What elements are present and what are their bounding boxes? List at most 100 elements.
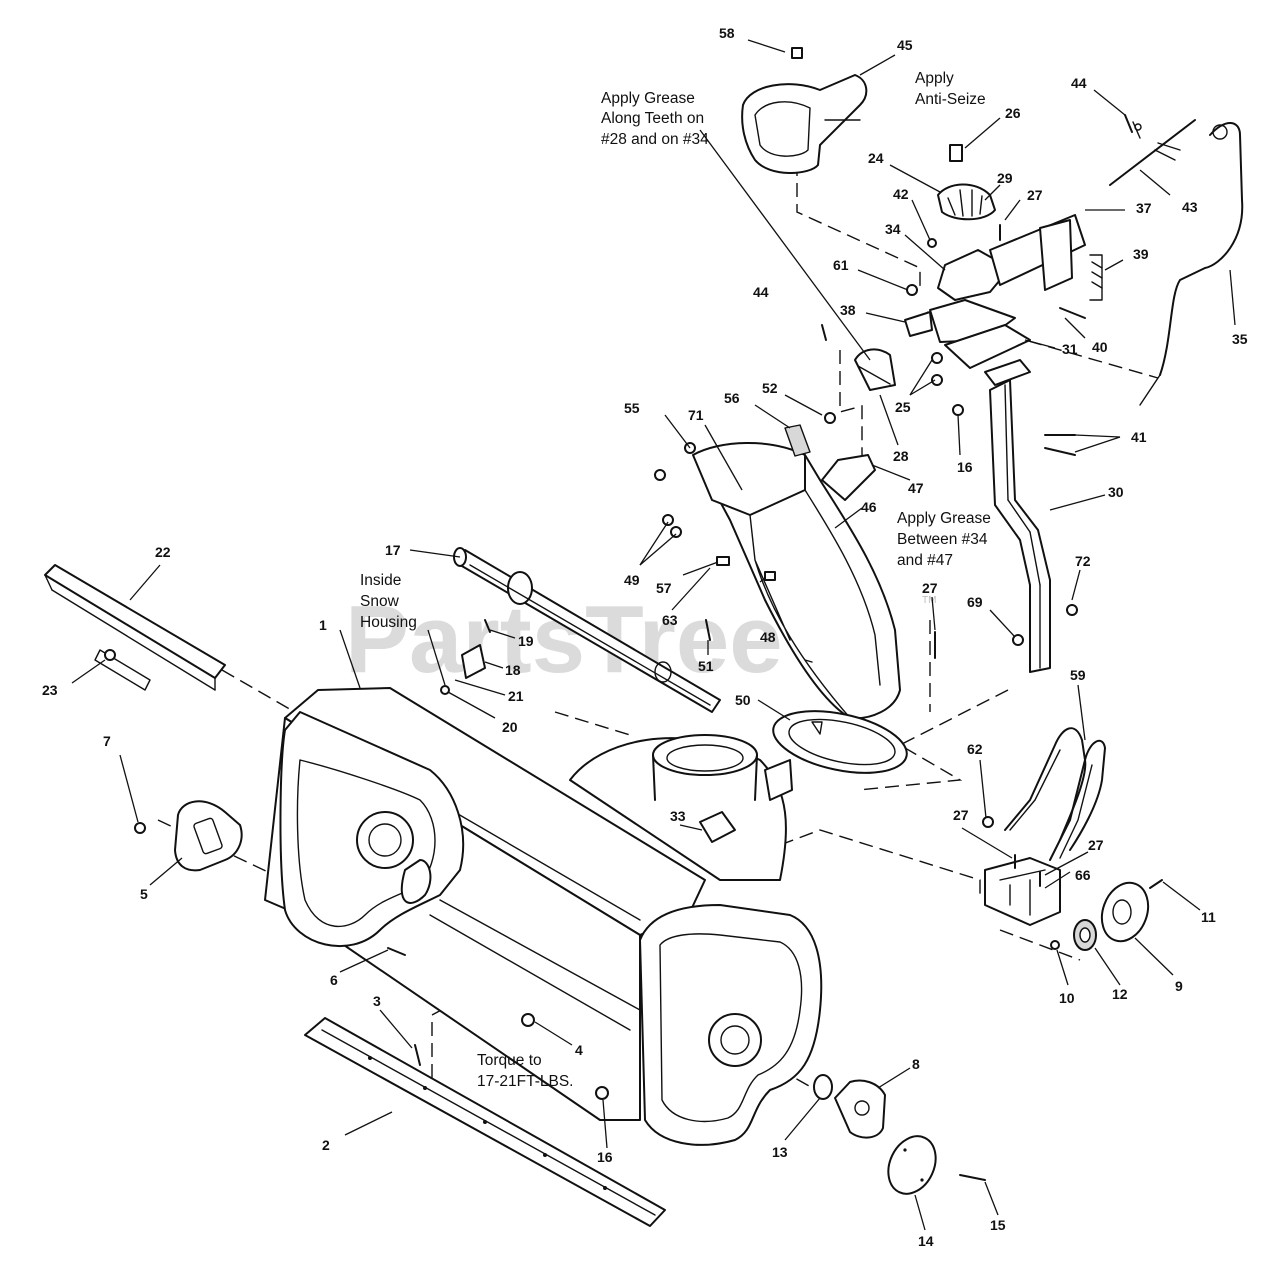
svg-text:Between #34: Between #34 xyxy=(897,531,988,548)
callout-6: 6 xyxy=(330,972,338,988)
snow-housing xyxy=(264,687,823,1146)
callout-35: 35 xyxy=(1232,331,1248,347)
scraper-bar xyxy=(304,1017,666,1227)
callout-15: 15 xyxy=(990,1217,1006,1233)
crank-rod xyxy=(1109,119,1196,186)
callout-4: 4 xyxy=(575,1042,583,1058)
chute-base-ring xyxy=(772,710,908,774)
drive-shaft xyxy=(44,564,226,691)
chute-handle xyxy=(1004,727,1106,861)
callout-69: 69 xyxy=(967,594,983,610)
impeller-shaft xyxy=(453,547,721,713)
callout-25: 25 xyxy=(895,399,911,415)
callout-56: 56 xyxy=(724,390,740,406)
callout-48: 48 xyxy=(760,629,776,645)
callout-51: 51 xyxy=(698,658,714,674)
svg-text:#28 and on #34: #28 and on #34 xyxy=(601,131,709,148)
callout-17: 17 xyxy=(385,542,401,558)
callout-52: 52 xyxy=(762,380,778,396)
callout-31: 31 xyxy=(1062,341,1078,357)
watermark-text: PartsTree xyxy=(345,586,783,693)
callout-39: 39 xyxy=(1133,246,1149,262)
callout-16: 16 xyxy=(957,459,973,475)
callout-27b: 27 xyxy=(922,580,938,596)
callout-33: 33 xyxy=(670,808,686,824)
callout-63: 63 xyxy=(662,612,678,628)
callout-55: 55 xyxy=(624,400,640,416)
chute-deflector xyxy=(741,74,868,174)
svg-text:Along Teeth on: Along Teeth on xyxy=(601,110,704,127)
callout-8: 8 xyxy=(912,1056,920,1072)
discharge-chute xyxy=(692,442,901,720)
callout-24: 24 xyxy=(868,150,884,166)
chute-gear-assembly xyxy=(854,144,1016,391)
callout-23: 23 xyxy=(42,682,58,698)
callout-1: 1 xyxy=(319,617,327,633)
svg-text:Housing: Housing xyxy=(360,614,417,631)
callout-22: 22 xyxy=(155,544,171,560)
chute-cable xyxy=(1139,122,1244,406)
callout-59: 59 xyxy=(1070,667,1086,683)
callout-26: 26 xyxy=(1005,105,1021,121)
callout-66: 66 xyxy=(1075,867,1091,883)
callout-13: 13 xyxy=(772,1144,788,1160)
callout-41: 41 xyxy=(1131,429,1147,445)
callout-61: 61 xyxy=(833,257,849,273)
svg-text:and #47: and #47 xyxy=(897,552,953,569)
note-grease-between: Apply Grease Between #34 and #47 xyxy=(897,510,991,569)
callout-58: 58 xyxy=(719,25,735,41)
note-torque: Torque to 17-21FT-LBS. xyxy=(477,1052,574,1090)
callout-20: 20 xyxy=(502,719,518,735)
callout-5: 5 xyxy=(140,886,148,902)
callout-43: 43 xyxy=(1182,199,1198,215)
callout-14: 14 xyxy=(918,1233,934,1249)
callout-28: 28 xyxy=(893,448,909,464)
callout-44: 44 xyxy=(1071,75,1087,91)
callout-9: 9 xyxy=(1175,978,1183,994)
leader-lines xyxy=(71,39,1236,1231)
svg-text:Apply Grease: Apply Grease xyxy=(897,510,991,527)
callout-12: 12 xyxy=(1112,986,1128,1002)
callout-30: 30 xyxy=(1108,484,1124,500)
note-inside-housing: Inside Snow Housing xyxy=(360,572,417,631)
callout-45: 45 xyxy=(897,37,913,53)
callout-27d: 27 xyxy=(1088,837,1104,853)
callout-71: 71 xyxy=(688,407,704,423)
callout-18: 18 xyxy=(505,662,521,678)
callout-46: 46 xyxy=(861,499,877,515)
callout-50: 50 xyxy=(735,692,751,708)
svg-text:Anti-Seize: Anti-Seize xyxy=(915,91,986,108)
crank-bracket xyxy=(944,214,1103,369)
svg-text:Torque to: Torque to xyxy=(477,1052,542,1069)
callout-49: 49 xyxy=(624,572,640,588)
callout-42: 42 xyxy=(893,186,909,202)
watermark-trademark: TM xyxy=(922,595,936,606)
callout-16b: 16 xyxy=(597,1149,613,1165)
callout-27: 27 xyxy=(1027,187,1043,203)
callout-2: 2 xyxy=(322,1137,330,1153)
skid-shoes xyxy=(174,800,886,1139)
callout-29: 29 xyxy=(997,170,1013,186)
callout-37: 37 xyxy=(1136,200,1152,216)
note-anti-seize: Apply Anti-Seize xyxy=(915,70,986,108)
callout-40: 40 xyxy=(1092,339,1108,355)
callout-7: 7 xyxy=(103,733,111,749)
callout-3: 3 xyxy=(373,993,381,1009)
bearing-parts xyxy=(813,881,1150,1195)
svg-text:Inside: Inside xyxy=(360,572,401,589)
callout-57: 57 xyxy=(656,580,672,596)
hardware xyxy=(104,47,1163,1181)
callout-19: 19 xyxy=(518,633,534,649)
note-grease-teeth: Apply Grease Along Teeth on #28 and on #… xyxy=(601,90,709,148)
svg-text:Apply Grease: Apply Grease xyxy=(601,90,695,107)
callout-38: 38 xyxy=(840,302,856,318)
support-tube xyxy=(984,359,1051,673)
callout-10: 10 xyxy=(1059,990,1075,1006)
callout-62: 62 xyxy=(967,741,983,757)
callout-47: 47 xyxy=(908,480,924,496)
callout-34: 34 xyxy=(885,221,901,237)
callout-44b: 44 xyxy=(753,284,769,300)
svg-text:17-21FT-LBS.: 17-21FT-LBS. xyxy=(477,1073,574,1090)
svg-text:Apply: Apply xyxy=(915,70,954,87)
handle-bracket xyxy=(984,857,1061,926)
